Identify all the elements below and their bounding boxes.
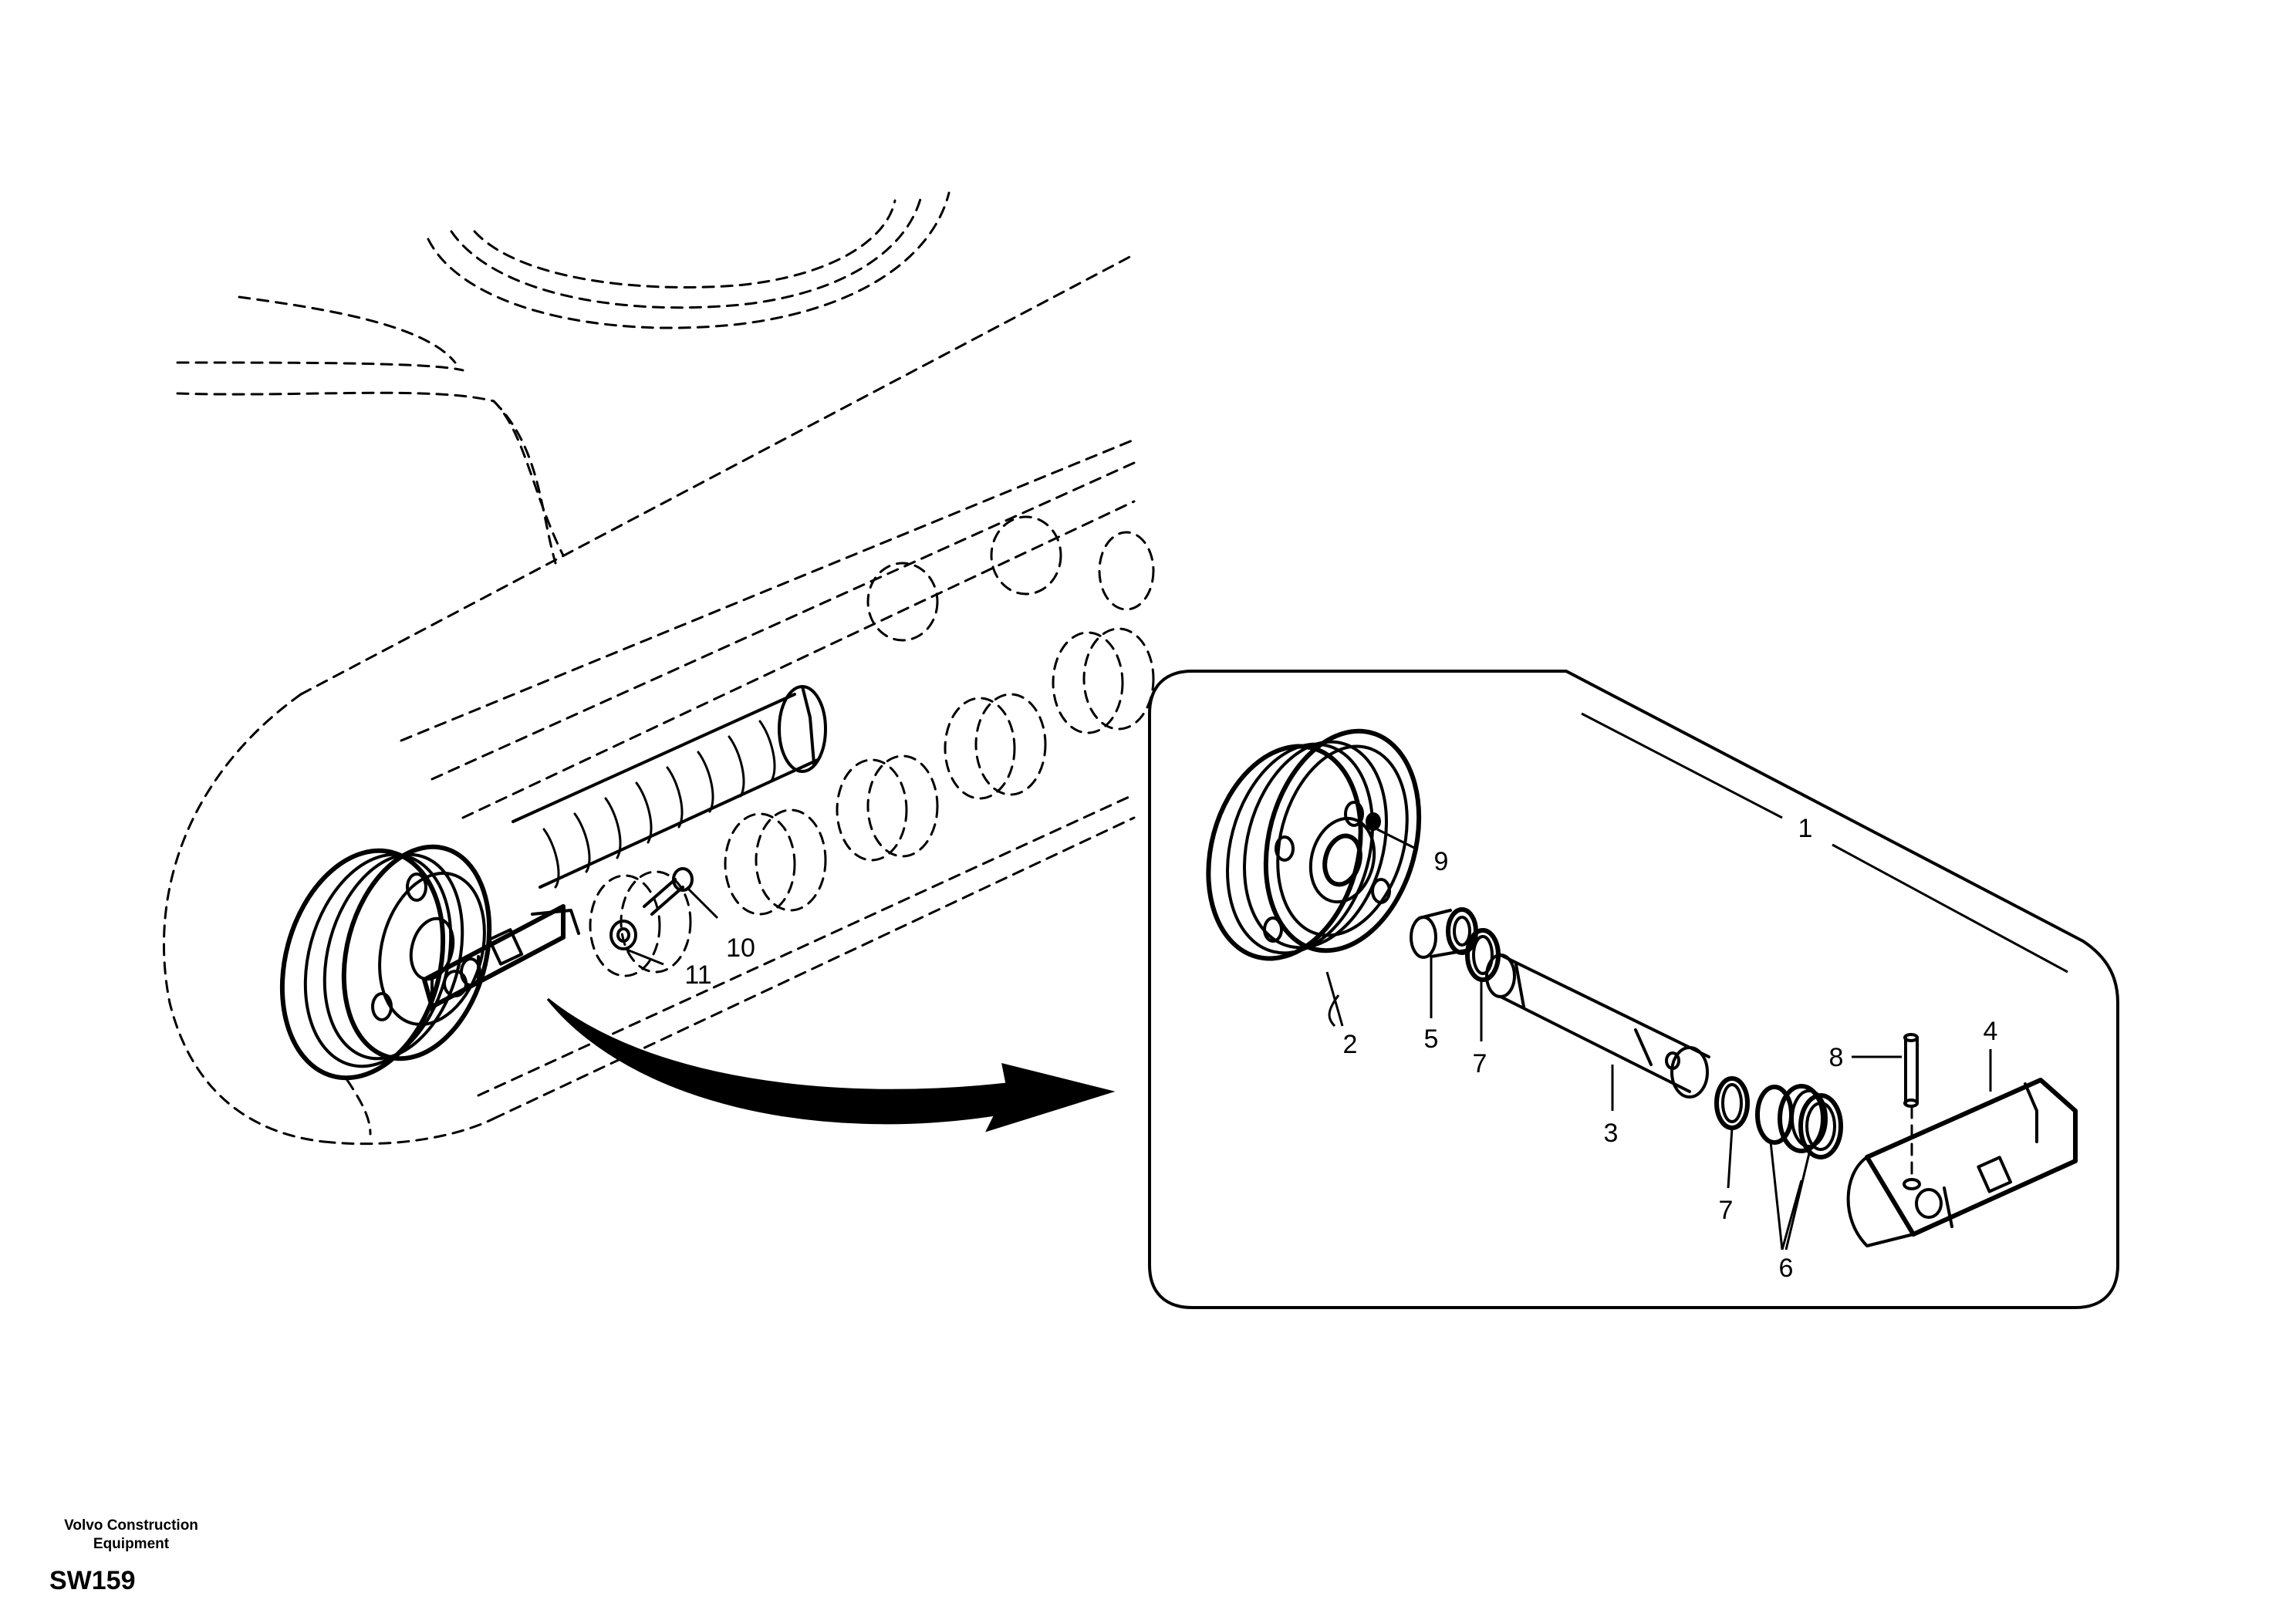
footer-block: Volvo Construction Equipment SW159	[31, 1517, 231, 1596]
leader-lines	[624, 712, 2068, 1250]
part-3-shaft	[1485, 953, 1710, 1099]
callout-4: 4	[1984, 1017, 1998, 1046]
bolt-and-washer	[609, 867, 694, 950]
callout-7-upper: 7	[1473, 1049, 1487, 1078]
idler-yoke-assembled	[422, 904, 580, 1012]
detail-arrow	[546, 997, 1116, 1132]
callout-labels: 1 2 3 4 5 6 7 7 8 9 10 11	[684, 814, 1997, 1283]
undercarriage-outline	[162, 191, 1155, 1146]
brand-line-2: Equipment	[93, 1536, 170, 1552]
callout-11: 11	[684, 960, 711, 990]
callout-5: 5	[1424, 1024, 1439, 1054]
idler-wheel-assembled	[279, 844, 492, 1081]
callout-2: 2	[1343, 1030, 1358, 1059]
recoil-spring-assembled	[512, 685, 827, 889]
callout-1: 1	[1798, 814, 1813, 843]
callout-3: 3	[1604, 1119, 1619, 1148]
part-4-yoke	[1846, 1078, 2078, 1247]
part-2-idler-wheel	[1206, 728, 1422, 961]
callout-6: 6	[1779, 1254, 1794, 1283]
drawing-code: SW159	[49, 1566, 136, 1595]
detail-frame	[1148, 670, 2119, 1309]
callout-10: 10	[726, 933, 755, 963]
callout-8: 8	[1829, 1043, 1844, 1072]
part-5-bushing	[1410, 907, 1478, 959]
callout-7-lower: 7	[1719, 1196, 1734, 1225]
brand-line-1: Volvo Construction	[64, 1517, 198, 1534]
track-rollers	[589, 515, 1155, 977]
part-7-o-ring-lower	[1714, 1076, 1750, 1130]
part-8-pin	[1903, 1033, 1919, 1182]
callout-9: 9	[1434, 847, 1449, 876]
part-7-o-ring-upper	[1465, 928, 1501, 982]
part-6-seal-group	[1755, 1084, 1843, 1159]
